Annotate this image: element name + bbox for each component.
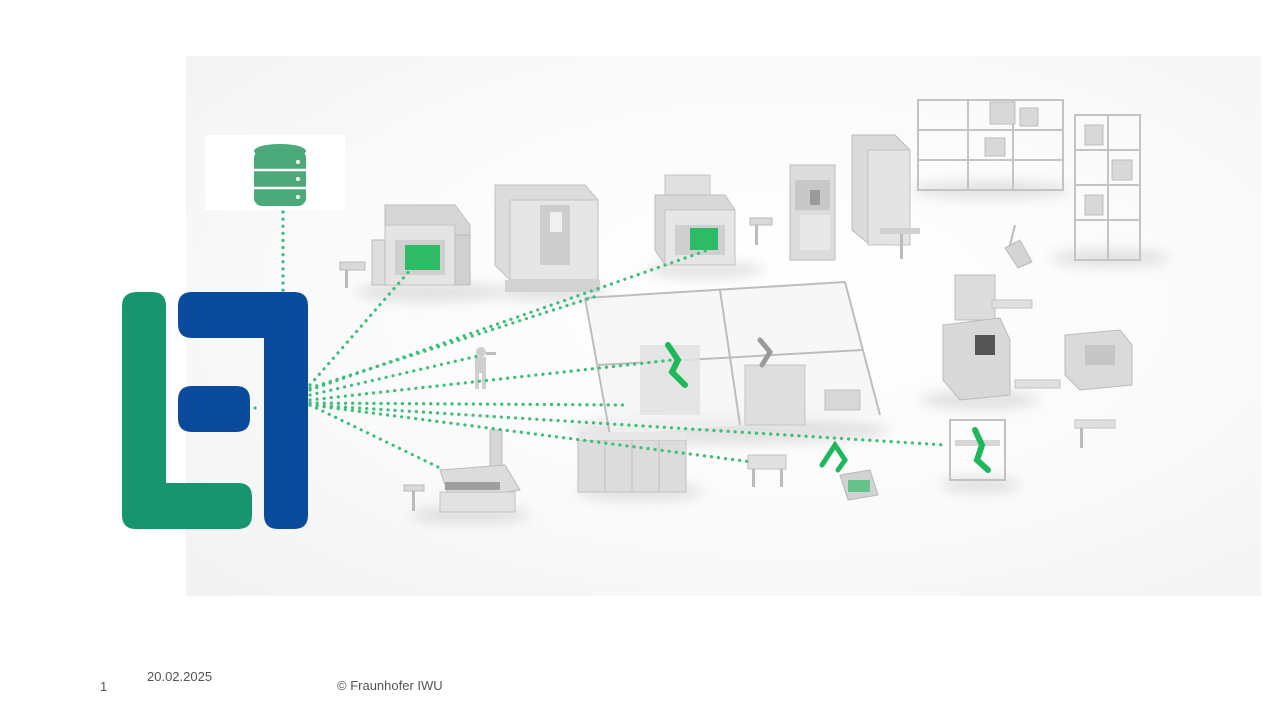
machine-cabinet-2	[494, 184, 600, 292]
company-logo	[122, 292, 308, 529]
assembly-station-4	[789, 164, 836, 261]
data-connections	[253, 210, 947, 470]
rack-boxes	[984, 101, 1133, 216]
worker-figure	[475, 347, 496, 389]
machining-center-3	[654, 174, 773, 266]
shelving-racks	[917, 99, 1141, 261]
machine-right-1	[942, 274, 1061, 401]
control-cabinets	[577, 432, 687, 493]
machine-right-2	[1064, 329, 1133, 448]
mobile-robot-station	[747, 440, 879, 501]
measuring-machine	[403, 429, 521, 513]
hand-pallet-truck	[1004, 224, 1033, 269]
slide-date: 20.02.2025	[147, 669, 213, 684]
page-number: 1	[100, 679, 108, 694]
copyright-notice: © Fraunhofer IWU	[337, 678, 443, 693]
database-icon	[254, 144, 306, 206]
machining-center-1	[339, 204, 471, 288]
robot-cart-right	[949, 419, 1006, 481]
robot-cell	[584, 281, 881, 436]
cabinet-5	[851, 134, 920, 259]
